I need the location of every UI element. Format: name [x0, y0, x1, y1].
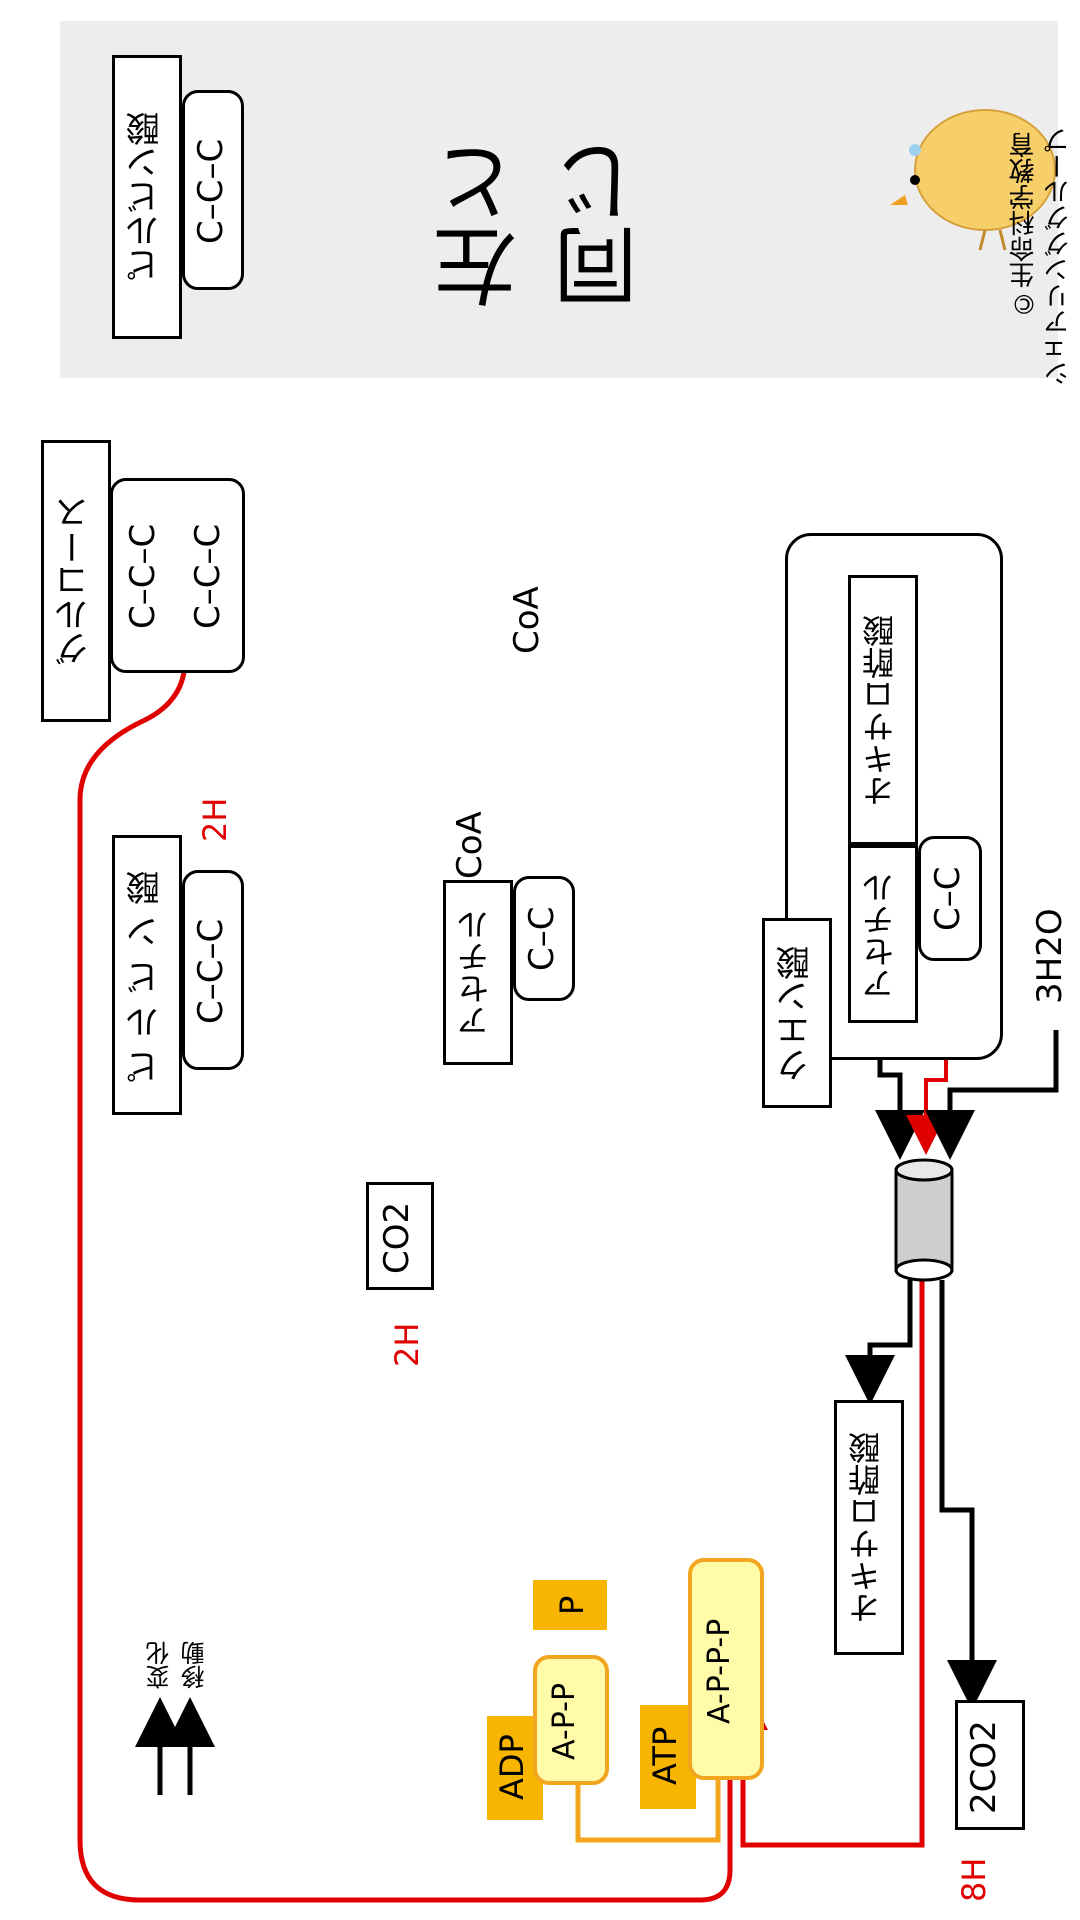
two-h-label-b: 2H — [388, 1322, 426, 1368]
acetyl-in-complex-label: アセチル — [861, 872, 899, 1000]
pyruvate-top-ccc-box: C–C–C — [182, 90, 244, 290]
glucose-ring-right-ccc: C–C–C — [188, 523, 228, 629]
acetyl-coa-acetyl-label: アセチル — [456, 909, 494, 1038]
pyruvate-top-label-box: ピルビン酸 — [112, 55, 182, 339]
co2-label: CO2 — [377, 1201, 417, 1274]
glucose-carbon-ring-box: C–C–C C–C–C — [110, 478, 245, 673]
oxaloacetate-in-complex-box: オキサロ酢酸 — [848, 575, 918, 845]
citric-acid-label-box: クエン酸 — [762, 918, 832, 1108]
cycle-to-2co2-arrow — [939, 1280, 997, 1710]
glucose-label: グルコース — [55, 496, 95, 666]
complex-cc: C–C — [928, 866, 968, 932]
atp-molecule-box: A-P-P-P — [688, 1558, 764, 1780]
copyright-line1: ©生命科学教育 — [1009, 132, 1039, 318]
same-as-left-label: 左と同じ — [432, 141, 651, 309]
pyruvate-mid-ccc-box: C–C–C — [182, 870, 244, 1070]
acetyl-coa-label-box: アセチル — [443, 880, 513, 1065]
citric-acid-label: クエン酸 — [776, 946, 816, 1082]
glucose-ring-left-ccc: C–C–C — [123, 523, 163, 629]
oxaloacetate-out-label: オキサロ酢酸 — [847, 1432, 885, 1625]
pyruvate-mid-ccc: C–C–C — [191, 918, 231, 1024]
complex-cc-box: C–C — [918, 836, 982, 961]
adp-molecule-box: A-P-P — [533, 1655, 609, 1785]
oxaloacetate-out-box: オキサロ酢酸 — [834, 1400, 904, 1655]
copyright-line2: シェアリンググループ — [1044, 127, 1074, 388]
phosphate-label: P — [553, 1595, 591, 1615]
pyruvate-top-label: ピルビン酸 — [126, 112, 166, 282]
atp-tag: ATP — [640, 1705, 696, 1809]
cycle-cylinder — [894, 1158, 954, 1282]
legend-move-label: 移動 — [181, 1641, 209, 1689]
acetyl-coa-cc: C–C — [522, 906, 562, 972]
co2-box: CO2 — [366, 1182, 434, 1290]
chick-illustration — [890, 109, 1056, 251]
three-h2o-label: 3H2O — [1030, 908, 1070, 1004]
oxaloacetate-in-complex-label: オキサロ酢酸 — [861, 615, 899, 807]
two-h-label-a: 2H — [196, 797, 234, 843]
two-co2-box: 2CO2 — [955, 1700, 1025, 1830]
two-co2-label: 2CO2 — [964, 1720, 1004, 1814]
atp-formula: A-P-P-P — [702, 1618, 737, 1724]
eight-h-label: 8H — [955, 1857, 993, 1903]
phosphate-box: P — [533, 1580, 607, 1630]
coa-label: CoA — [507, 586, 547, 654]
legend-change-label: 変化 — [146, 1641, 174, 1689]
water-into-cycle-arrow — [925, 1030, 1059, 1160]
acetyl-coa-cc-box: C–C — [513, 876, 575, 1001]
atp-label: ATP — [646, 1726, 684, 1786]
pyruvate-top-ccc: C–C–C — [191, 138, 231, 244]
adp-label: ADP — [493, 1734, 531, 1800]
adp-formula: A-P-P — [547, 1682, 582, 1761]
glucose-to-atp-red-line — [77, 659, 755, 1903]
pyruvate-mid-label: ピ ル ビ ン 酸 — [126, 870, 166, 1084]
pyruvate-mid-label-box: ピ ル ビ ン 酸 — [112, 835, 182, 1115]
glucose-label-box: グルコース — [41, 440, 111, 722]
cycle-to-oxaloacetate-arrow — [845, 1280, 913, 1405]
acetyl-in-complex-box: アセチル — [848, 845, 918, 1023]
